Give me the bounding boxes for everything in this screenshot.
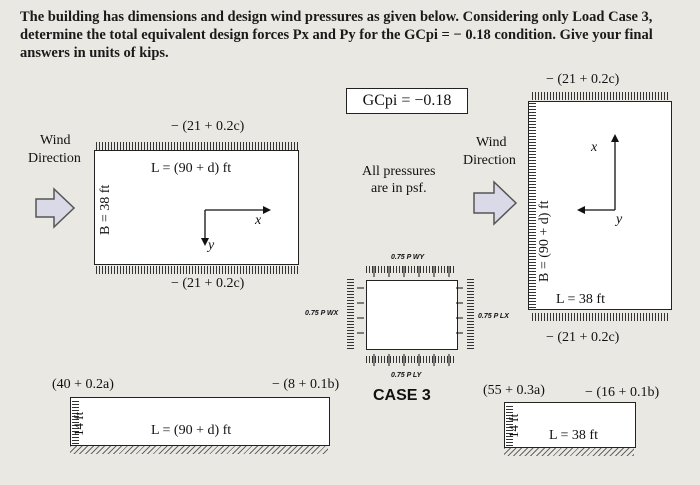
right-plan-building [528, 101, 672, 310]
right-elev-wall-hatch [506, 404, 513, 446]
right-top-hatch [532, 92, 670, 100]
right-elev-length: L = 38 ft [549, 428, 598, 443]
gcpi-label: GCpi = −0.18 [362, 92, 452, 109]
left-elev-windward: (40 + 0.2a) [52, 377, 114, 392]
left-wind-arrow-icon [35, 187, 76, 229]
all-pressures-1: All pressures [362, 164, 436, 179]
left-wind-label-2: Direction [28, 151, 81, 166]
right-elev-ground [504, 448, 634, 456]
right-elev-height: 14 ft [506, 413, 521, 438]
right-elev-windward: (55 + 0.3a) [483, 383, 545, 398]
left-top-pressure: − (21 + 0.2c) [171, 119, 245, 134]
gcpi-box: GCpi = −0.18 [346, 88, 468, 114]
case3-ply: 0.75 P LY [391, 372, 422, 379]
case3-building [366, 280, 458, 350]
right-axis-y: y [616, 212, 623, 227]
right-length-label: L = 38 ft [556, 292, 605, 307]
problem-line-1: The building has dimensions and design w… [20, 9, 653, 25]
left-bottom-pressure: − (21 + 0.2c) [171, 276, 245, 291]
right-top-pressure: − (21 + 0.2c) [546, 72, 620, 87]
case3-pwy: 0.75 P WY [391, 254, 425, 261]
problem-line-2: determine the total equivalent design fo… [20, 27, 653, 43]
right-width-label: B = (90 + d) ft [537, 200, 552, 282]
right-bottom-hatch [532, 313, 670, 321]
left-axis-x: x [255, 213, 262, 228]
case3-label: CASE 3 [373, 387, 431, 404]
left-bottom-hatch [96, 266, 299, 274]
case3-plx: 0.75 P LX [478, 313, 509, 320]
left-elevation-building [70, 397, 330, 446]
right-wind-arrow-icon [473, 180, 518, 226]
left-axis-y: y [208, 238, 215, 253]
left-axes-icon [201, 206, 271, 246]
case3-top-hatch [366, 266, 456, 273]
case3-pwx: 0.75 P WX [305, 310, 339, 317]
right-wind-label-1: Wind [476, 135, 507, 150]
left-top-hatch [96, 142, 299, 150]
left-elev-length: L = (90 + d) ft [151, 423, 232, 438]
case3-left-hatch [347, 279, 354, 349]
left-width-label: B = 38 ft [98, 184, 113, 235]
right-wind-label-2: Direction [463, 153, 516, 168]
all-pressures-2: are in psf. [371, 181, 427, 196]
case3-arrows [357, 266, 463, 366]
problem-line-3: answers in units of kips. [20, 45, 169, 61]
right-axis-x: x [591, 140, 598, 155]
left-wind-label-1: Wind [40, 133, 71, 148]
left-elev-leeward: − (8 + 0.1b) [272, 377, 340, 392]
left-elev-wall-hatch [72, 399, 79, 444]
left-elev-ground [70, 446, 328, 454]
right-elevation-building [504, 402, 636, 448]
right-left-hatch [529, 103, 536, 308]
right-bottom-pressure: − (21 + 0.2c) [546, 330, 620, 345]
right-axes-icon [577, 134, 619, 214]
left-elev-height: 14 ft [71, 411, 86, 436]
case3-right-hatch [467, 279, 474, 349]
left-length-label: L = (90 + d) ft [151, 161, 232, 176]
right-elev-leeward: − (16 + 0.1b) [585, 385, 660, 400]
case3-bottom-hatch [366, 356, 456, 363]
problem-statement: The building has dimensions and design w… [20, 8, 680, 62]
